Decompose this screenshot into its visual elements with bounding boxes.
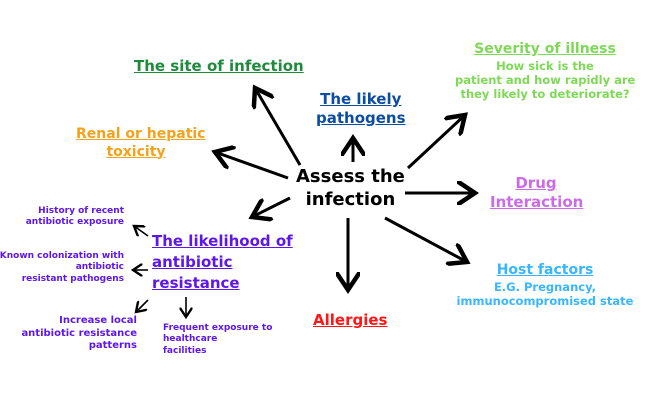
arrow-host (384, 216, 467, 262)
arrow-resistance (252, 196, 291, 217)
arrow-severity (406, 115, 465, 170)
site-of-infection: The site of infection (134, 57, 304, 75)
arrow-site (255, 88, 302, 166)
arrow-renal (215, 152, 289, 180)
allergies: Allergies (313, 311, 388, 329)
